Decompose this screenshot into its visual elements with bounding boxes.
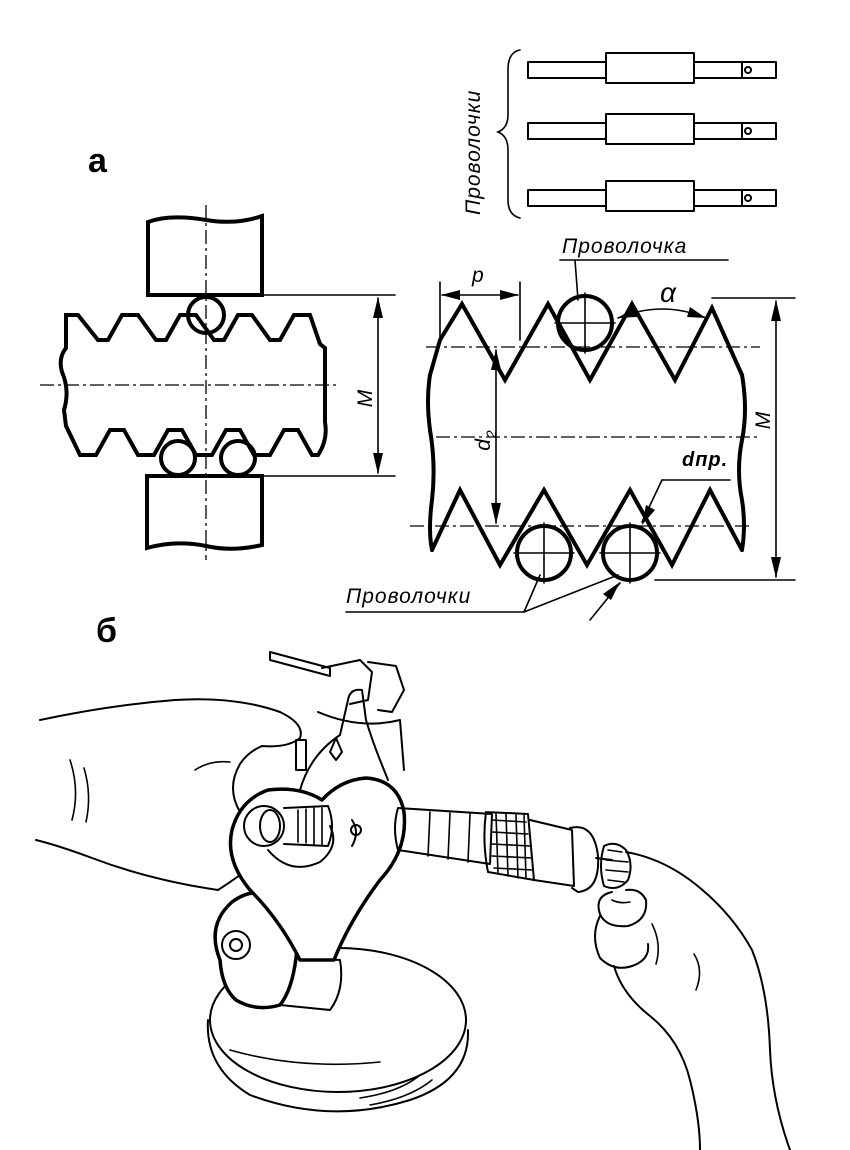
wire-holder-1: [527, 52, 777, 84]
panel-b-label: б: [96, 612, 117, 650]
lower-wire-1: [159, 439, 197, 477]
m-arrow-top: [373, 297, 383, 318]
dim-dpr: dпр.: [682, 449, 728, 471]
left-hand: [35, 698, 302, 891]
m-arrow-bottom: [373, 453, 383, 474]
base-disk-side: [206, 1019, 470, 1113]
lower-wire-2: [219, 439, 257, 477]
lower-thread-profile: [430, 485, 744, 570]
thread-detail: p Проволочка α d2 M dпр. Проволочки: [345, 235, 796, 621]
right-hand: [594, 851, 791, 1150]
thread-profile-left: [58, 313, 328, 457]
dim-d2: d2: [472, 429, 499, 450]
upper-anvil: [146, 213, 264, 297]
wire-single-label: Проволочка: [562, 235, 687, 258]
anvil-knob: [243, 805, 285, 847]
dim-m-right: M: [752, 411, 775, 430]
micrometer-illustration: [35, 651, 791, 1150]
lower-anvil: [145, 474, 264, 551]
dim-p: p: [471, 264, 485, 287]
wires-top-label: Проволочки: [462, 90, 485, 215]
wires-bottom-label: Проволочки: [346, 585, 471, 608]
wire-holder-2: [527, 113, 777, 145]
break-right: [737, 373, 747, 552]
break-left: [426, 373, 436, 552]
wire-holder-frame: [299, 688, 389, 791]
anvil-assembly: M: [40, 205, 396, 560]
spindle-sleeve: [394, 807, 493, 865]
dim-m-left: M: [354, 389, 377, 408]
panel-a-label: а: [88, 142, 108, 180]
wire-set-brace: [495, 49, 521, 219]
wire-set: Проволочки: [462, 49, 777, 219]
upper-thread-profile: [428, 299, 744, 385]
dim-alpha: α: [660, 277, 677, 308]
upper-wire: [186, 295, 226, 335]
micrometer-frame: [228, 776, 407, 962]
wire-holder-3: [527, 180, 777, 212]
ratchet-knob: [600, 842, 632, 889]
